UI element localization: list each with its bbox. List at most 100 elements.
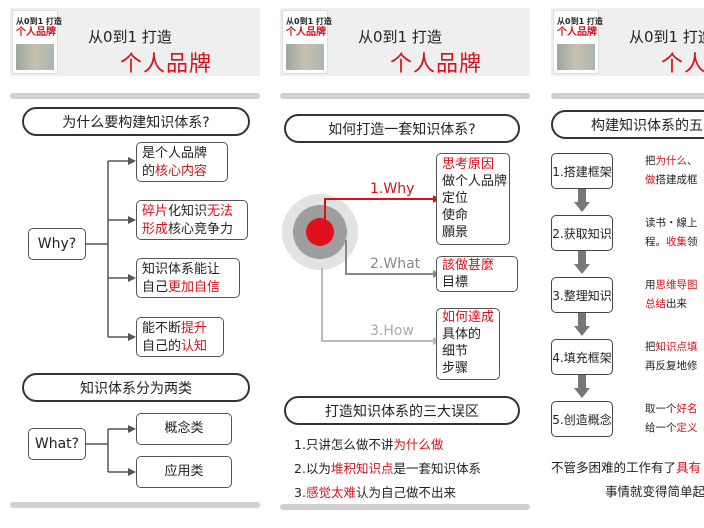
text-line: 形成核心竞争力: [142, 221, 242, 239]
why-detail-box: 思考原因做个人品牌定位使命願景: [436, 153, 510, 245]
step-4-description: 把知识点填再反复地修: [645, 338, 698, 376]
step-5-description: 取一个好名给一个定义: [645, 400, 698, 438]
text: 取一个: [645, 403, 677, 415]
how-detail-box: 如何達成具体的细节步骤: [436, 308, 500, 380]
text: 目標: [442, 275, 468, 290]
highlight-text: 核心内容: [155, 164, 207, 179]
text: 是个人品牌: [142, 146, 207, 161]
text-line: 自己的认知: [142, 338, 218, 356]
text: 核心竞争力: [168, 222, 233, 237]
category-application: 应用类: [136, 456, 232, 488]
text: 程。: [645, 236, 666, 248]
highlight-text: 提升: [181, 321, 207, 336]
text: 、: [687, 155, 698, 167]
text-line: 读书・線上: [645, 214, 698, 233]
panel-why-build: 从0到1 打造 个人品牌 从0到1 打造 个人品牌 为什么要构建知识体系?: [0, 0, 266, 528]
highlight-text: 为什么做: [393, 437, 443, 452]
step-2-description: 读书・線上程。收集领: [645, 214, 698, 252]
text-line: 目標: [442, 274, 512, 291]
text-line: 程。收集领: [645, 233, 698, 252]
text-line: 能不断提升: [142, 320, 218, 338]
text: 1.只讲怎么做不讲: [294, 437, 393, 452]
text-line: 把知识点填: [645, 338, 698, 357]
text: 知识体系能让: [142, 262, 220, 277]
highlight-text: 做: [645, 174, 656, 186]
text: 願景: [442, 225, 468, 240]
step-3-organize-knowledge: 3.整理知识: [551, 277, 613, 313]
reason-box-core-content: 是个人品牌的核心内容: [136, 142, 228, 182]
text-line: 的核心内容: [142, 163, 222, 181]
steps-arrows: [541, 0, 704, 528]
text: 不管多困难的工作有了: [551, 460, 676, 475]
text: 再反复地修: [645, 360, 698, 372]
text-line: 思考原因: [442, 156, 504, 173]
step-1-build-framework: 1.搭建框架: [551, 153, 613, 189]
highlight-text: 无法: [207, 204, 233, 219]
text-line: 使命: [442, 207, 504, 224]
why-node: Why?: [28, 228, 86, 260]
highlight-text: 收集: [666, 236, 687, 248]
text-line: 做个人品牌: [442, 173, 504, 190]
highlight-text: 如何達成: [442, 310, 494, 325]
highlight-text: 更加自信: [168, 280, 220, 295]
highlight-text: 好名: [677, 403, 698, 415]
text: 搭建成框: [656, 174, 698, 186]
text-line: 步骤: [442, 360, 494, 377]
text-line: 细节: [442, 343, 494, 360]
text: 步骤: [442, 361, 468, 376]
highlight-text: 知识点填: [656, 341, 698, 353]
step-4-fill-framework: 4.填充框架: [551, 339, 613, 375]
text: 能不断: [142, 321, 181, 336]
text: 读书・線上: [645, 217, 698, 229]
what-detail-box: 該做甚麼目標: [436, 256, 518, 292]
reason-box-fragmented-knowledge: 碎片化知识无法形成核心竞争力: [136, 200, 248, 240]
highlight-text: 具有: [676, 460, 701, 475]
heading-two-types: 知识体系分为两类: [22, 373, 250, 402]
step-label-how: 3.How: [370, 323, 414, 339]
text-line: 取一个好名: [645, 400, 698, 419]
text: 的: [142, 164, 155, 179]
highlight-text: 堆积知识点: [331, 461, 394, 476]
highlight-text: 感觉太难: [306, 485, 356, 500]
highlight-text: 碎片: [142, 204, 168, 219]
text-line: 做搭建成框: [645, 171, 698, 190]
highlight-text: 为什么: [656, 155, 688, 167]
text: 出来: [666, 298, 687, 310]
panel-how-build: 从0到1 打造 个人品牌 从0到1 打造 个人品牌 如何打造一套知识体系? 1.…: [270, 0, 536, 528]
text-line: 是个人品牌: [142, 145, 222, 163]
circle-why: [306, 218, 334, 246]
text-line: 具体的: [442, 326, 494, 343]
text: 做个人品牌: [442, 174, 507, 189]
step-1-description: 把为什么、做搭建成框: [645, 152, 698, 190]
text: 用: [645, 279, 656, 291]
highlight-text: 形成: [142, 222, 168, 237]
what-node: What?: [28, 428, 86, 460]
category-concept: 概念类: [136, 413, 232, 445]
bottom-separator: [10, 502, 260, 508]
text: 化知识: [168, 204, 207, 219]
step-label-what: 2.What: [370, 256, 420, 272]
highlight-text: 认知: [181, 339, 207, 354]
bottom-separator: [280, 504, 530, 510]
highlight-text: 該做甚麼: [442, 258, 494, 273]
text: 定位: [442, 191, 468, 206]
text-line: 如何達成: [442, 309, 494, 326]
text: 给一个: [645, 422, 677, 434]
text: 把: [645, 341, 656, 353]
text: 把: [645, 155, 656, 167]
text-line: 把为什么、: [645, 152, 698, 171]
text-line: 該做甚麼: [442, 257, 512, 274]
panel-five-steps: 从0到1 打造 个人品牌 从0到1 打造 个人品牌 构建知识体系的五 1.搭建框…: [541, 0, 704, 528]
text: 自己的: [142, 339, 181, 354]
highlight-text: 思考原因: [442, 157, 494, 172]
text-line: 用思维导图: [645, 276, 698, 295]
text: 认为自己做不出来: [356, 485, 456, 500]
text-line: 自己更加自信: [142, 279, 234, 297]
text: 自己: [142, 280, 168, 295]
text-line: 碎片化知识无法: [142, 203, 242, 221]
text-line: 知识体系能让: [142, 261, 234, 279]
step-label-why: 1.Why: [370, 181, 414, 197]
step-2-acquire-knowledge: 2.获取知识: [551, 215, 613, 251]
text: 使命: [442, 208, 468, 223]
text-line: 定位: [442, 190, 504, 207]
